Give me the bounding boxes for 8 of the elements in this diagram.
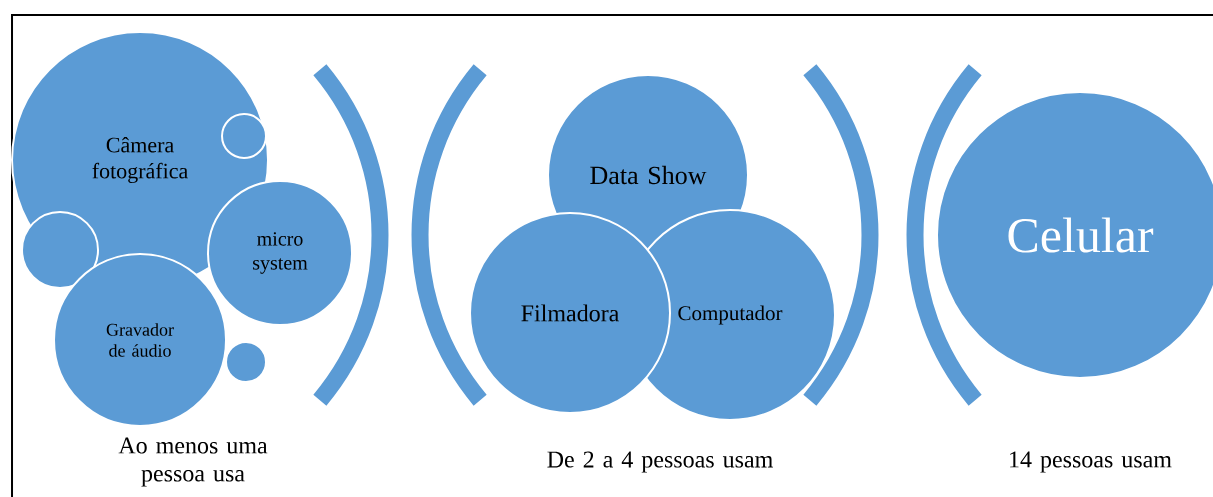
circle-node: Gravador de áudio (53, 253, 227, 427)
caption-text: 14 pessoas usam (1010, 451, 1172, 473)
circle-node: Celular (936, 91, 1213, 379)
small-circle (225, 341, 267, 383)
circle-node: micro system (207, 180, 353, 326)
caption-text: Ao menos uma pessoa usa (118, 437, 268, 487)
caption-text: De 2 a 4 pessoas usam (547, 451, 773, 473)
circle-node: Filmadora (469, 212, 671, 414)
